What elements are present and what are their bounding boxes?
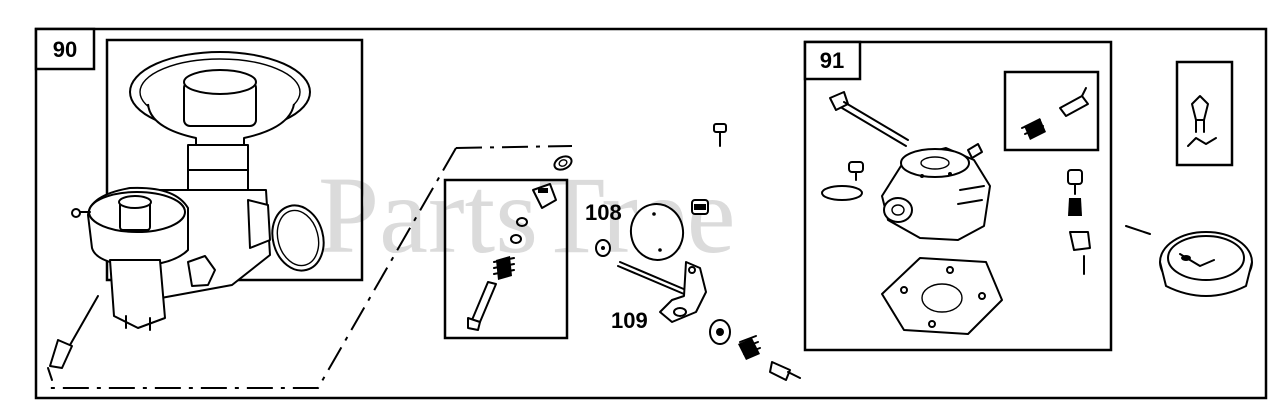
bushing-icon[interactable]	[691, 199, 709, 215]
float-needle-icon[interactable]	[1187, 95, 1217, 147]
needle-valve-kit-box	[443, 178, 569, 340]
mounting-bolt-icon[interactable]	[829, 91, 909, 147]
float-needle-box	[1175, 60, 1234, 167]
callout-91-inset-box	[803, 40, 1113, 352]
gasket-ring-icon[interactable]	[265, 200, 330, 277]
assembly-dashed-bracket	[43, 145, 573, 389]
small-screw-icon[interactable]	[848, 161, 864, 181]
diaphragm-icon[interactable]	[821, 185, 863, 201]
svg-text:91: 91	[820, 48, 844, 73]
carburetor-body-icon[interactable]	[881, 143, 991, 241]
callout-108-label[interactable]: 108	[585, 200, 622, 225]
float-bowl-icon[interactable]	[1125, 225, 1253, 297]
spring-kit-box	[1003, 70, 1100, 152]
callout-90-label-box[interactable]: 90	[34, 27, 96, 71]
washer-icon[interactable]	[552, 154, 573, 172]
adjust-screw-spring-icon[interactable]	[1067, 169, 1091, 275]
shaft-washer-icon[interactable]	[595, 239, 611, 257]
throttle-plate-icon[interactable]	[627, 200, 688, 264]
screw-icon[interactable]	[713, 123, 727, 147]
gasket-plate-icon[interactable]	[881, 257, 1003, 335]
carburetor-assembly-icon[interactable]	[47, 51, 311, 381]
idle-adjust-parts-icon[interactable]	[709, 319, 801, 381]
diagram-frame	[34, 27, 1268, 400]
svg-text:90: 90	[53, 37, 77, 62]
callout-109-label[interactable]: 109	[611, 308, 648, 333]
spring-kit-icon[interactable]	[1021, 87, 1089, 140]
throttle-shaft-icon[interactable]	[617, 261, 707, 323]
needle-valve-kit-icon[interactable]	[467, 183, 557, 331]
callout-91-label-box[interactable]: 91	[803, 40, 862, 81]
